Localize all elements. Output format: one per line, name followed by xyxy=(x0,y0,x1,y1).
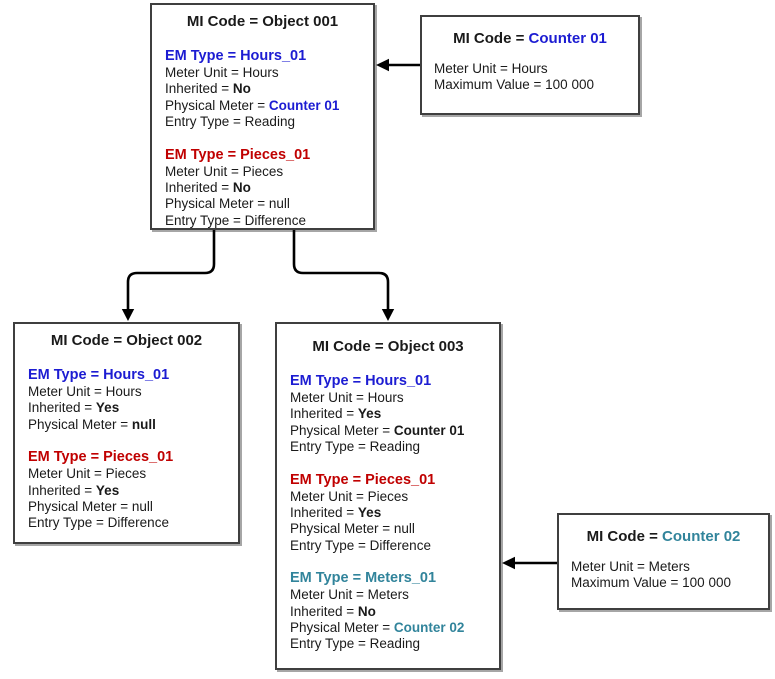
property-line: Physical Meter = null xyxy=(28,499,153,515)
em-section-hours-01: EM Type = Hours_01 Meter Unit = Hours In… xyxy=(290,373,486,456)
em-section-meters-01: EM Type = Meters_01 Meter Unit = Meters … xyxy=(290,570,486,653)
property-line: Inherited = Yes xyxy=(290,505,382,521)
node-title: MI Code = Object 003 xyxy=(312,338,464,355)
property-line: Meter Unit = Hours xyxy=(290,390,404,405)
property-line: Inherited = No xyxy=(290,603,376,619)
node-object-003: MI Code = Object 003 EM Type = Hours_01 … xyxy=(275,322,501,670)
arrowhead-left-icon xyxy=(502,556,515,570)
node-title: MI Code = Object 002 xyxy=(50,332,203,349)
property-line: Entry Type = Difference xyxy=(290,537,431,553)
property-line: Meter Unit = Pieces xyxy=(28,466,147,482)
property-line: Meter Unit = Hours xyxy=(434,61,548,76)
property-line: Physical Meter = Counter 01 xyxy=(290,422,465,438)
node-counter-01: MI Code = Counter 01 Meter Unit = Hours … xyxy=(420,15,640,115)
node-object-002: MI Code = Object 002 EM Type = Hours_01 … xyxy=(13,322,240,544)
em-type-header: EM Type = Pieces_01 xyxy=(290,471,436,488)
em-section-pieces-01: EM Type = Pieces_01 Meter Unit = Pieces … xyxy=(28,449,225,532)
property-line: Inherited = No xyxy=(165,81,251,97)
em-section-pieces-01: EM Type = Pieces_01 Meter Unit = Pieces … xyxy=(165,147,360,230)
node-counter-02: MI Code = Counter 02 Meter Unit = Meters… xyxy=(557,513,770,610)
property-line: Meter Unit = Pieces xyxy=(290,488,409,504)
node-object-001: MI Code = Object 001 EM Type = Hours_01 … xyxy=(150,3,375,230)
em-section-pieces-01: EM Type = Pieces_01 Meter Unit = Pieces … xyxy=(290,472,486,555)
property-line: Physical Meter = Counter 02 xyxy=(290,620,465,636)
property-line: Meter Unit = Pieces xyxy=(165,163,284,179)
property-line: Maximum Value = 100 000 xyxy=(434,77,594,93)
property-line: Entry Type = Reading xyxy=(290,439,420,455)
em-type-header: EM Type = Meters_01 xyxy=(290,570,437,587)
arrowhead-down-icon xyxy=(381,309,395,321)
em-type-header: EM Type = Hours_01 xyxy=(290,373,432,389)
em-type-header: EM Type = Hours_01 xyxy=(165,48,307,64)
property-line: Inherited = No xyxy=(165,180,251,196)
node-title: MI Code = Counter 02 xyxy=(586,528,741,545)
em-type-header: EM Type = Pieces_01 xyxy=(165,146,311,163)
property-line: Maximum Value = 100 000 xyxy=(571,575,731,591)
property-line: Meter Unit = Meters xyxy=(290,587,409,603)
property-line: Entry Type = Reading xyxy=(165,114,295,130)
node-title: MI Code = Counter 01 xyxy=(453,30,607,47)
arrowhead-down-icon xyxy=(121,309,135,321)
em-type-header: EM Type = Pieces_01 xyxy=(28,449,174,466)
arrowhead-left-icon xyxy=(376,58,389,72)
node-title: MI Code = Object 001 xyxy=(186,13,339,30)
property-line: Entry Type = Difference xyxy=(165,212,306,228)
connector-counter01-object001 xyxy=(376,58,420,72)
connector-counter02-object003 xyxy=(502,556,557,570)
property-line: Meter Unit = Hours xyxy=(28,384,142,399)
property-line: Inherited = Yes xyxy=(28,400,120,416)
property-line: Physical Meter = null xyxy=(165,196,290,212)
property-line: Entry Type = Reading xyxy=(290,636,420,652)
property-line: Meter Unit = Meters xyxy=(571,559,690,574)
em-type-header: EM Type = Hours_01 xyxy=(28,367,170,383)
property-line: Entry Type = Difference xyxy=(28,515,169,531)
property-line: Inherited = Yes xyxy=(28,482,120,498)
em-section-hours-01: EM Type = Hours_01 Meter Unit = Hours In… xyxy=(165,48,360,131)
property-line: Inherited = Yes xyxy=(290,406,382,422)
property-line: Physical Meter = null xyxy=(28,416,156,432)
connector-object001-object002 xyxy=(121,230,216,321)
em-section-hours-01: EM Type = Hours_01 Meter Unit = Hours In… xyxy=(28,367,225,433)
property-line: Physical Meter = null xyxy=(290,521,415,537)
property-line: Meter Unit = Hours xyxy=(165,65,279,80)
property-line: Physical Meter = Counter 01 xyxy=(165,97,340,113)
connector-object001-object003 xyxy=(292,230,395,321)
